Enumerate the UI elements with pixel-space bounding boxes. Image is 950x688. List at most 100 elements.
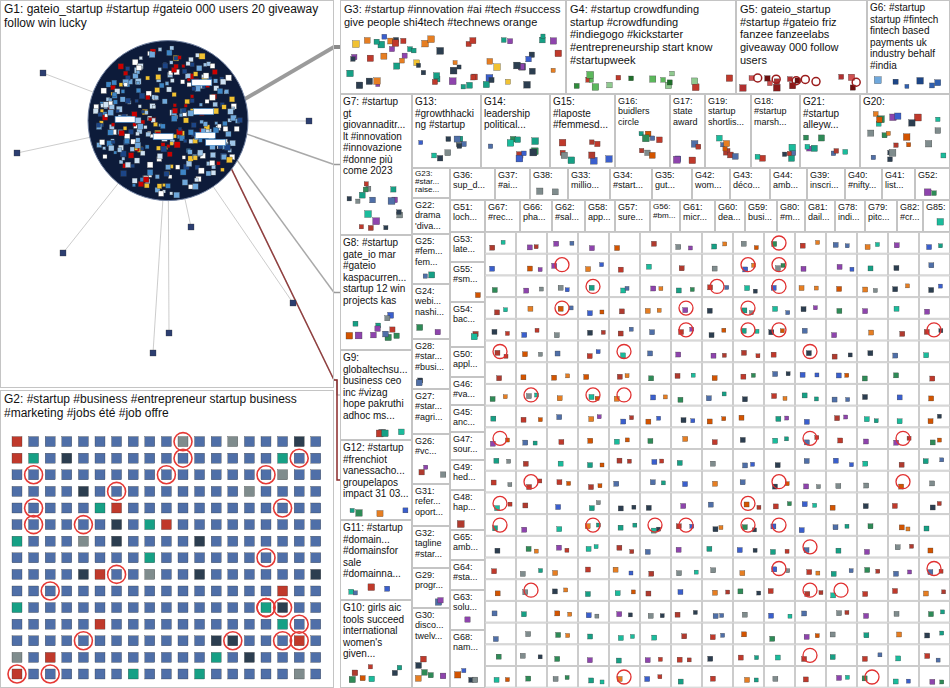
vertex-square — [619, 309, 624, 314]
vertex-square — [261, 636, 271, 646]
vertex-square — [558, 461, 563, 466]
vertex-square — [189, 139, 193, 143]
grid-cell — [579, 558, 609, 579]
vertex-square — [278, 603, 288, 613]
group-label: G10: girls aic tools succeed internation… — [341, 601, 411, 661]
vertex-square — [148, 118, 151, 121]
group-label: G19: startup shortlis... — [706, 95, 750, 128]
group-box: G40: #nifty... — [845, 168, 882, 200]
vertex-square — [164, 171, 169, 176]
vertex-square — [374, 78, 381, 85]
vertex-square — [211, 636, 221, 646]
vertex-square — [742, 397, 747, 402]
vertex-square — [787, 151, 791, 155]
vertex-square — [629, 327, 633, 331]
group-label: G55: #sm... — [451, 263, 484, 286]
vertex-square — [191, 123, 196, 128]
vertex-square — [814, 397, 818, 401]
group-label: G44: amb... — [771, 169, 806, 192]
vertex-square — [138, 181, 143, 186]
vertex-cluster — [14, 41, 312, 356]
vertex-square — [483, 81, 489, 87]
grid-cell — [796, 363, 826, 384]
vertex-square — [228, 536, 238, 546]
vertex-square — [453, 61, 457, 65]
vertex-square — [211, 520, 221, 530]
grid-cell — [765, 536, 795, 557]
vertex-square — [894, 571, 899, 576]
group-box: G22: drama 'diva... — [412, 198, 450, 234]
vertex-square — [198, 168, 204, 174]
group-box: G31: refer... oport... — [412, 484, 450, 526]
vertex-square — [189, 57, 194, 62]
grid-cell — [827, 667, 857, 688]
vertex-square — [924, 353, 929, 358]
vertex-square — [899, 462, 904, 467]
vertex-square — [128, 586, 138, 596]
grid-cell — [672, 645, 702, 666]
group-grid — [486, 233, 950, 688]
vertex-square — [710, 461, 715, 466]
vertex-square — [773, 438, 778, 443]
vertex-square — [802, 328, 807, 333]
vertex-square — [432, 79, 437, 84]
vertex-square — [78, 536, 88, 546]
ring-marker — [174, 449, 192, 467]
vertex-square — [12, 486, 22, 496]
vertex-square — [585, 567, 590, 572]
vertex-square — [614, 439, 619, 444]
vertex-square — [12, 586, 22, 596]
vertex-square — [29, 619, 39, 629]
vertex-square — [815, 373, 819, 377]
ring-marker — [803, 431, 817, 445]
vertex-cluster — [88, 41, 248, 201]
vertex-square — [586, 546, 591, 551]
vertex-square — [78, 437, 88, 447]
vertex-square — [526, 394, 531, 399]
vertex-square — [538, 352, 542, 356]
vertex-square — [713, 481, 718, 486]
grid-cell — [920, 623, 950, 644]
group-label: G21: #startup alleyw... — [801, 95, 859, 132]
vertex-square — [897, 632, 902, 637]
vertex-square — [311, 536, 321, 546]
vertex-square — [929, 263, 934, 268]
vertex-square — [349, 589, 354, 594]
vertex-square — [740, 571, 745, 576]
vertex-badge — [194, 109, 214, 115]
vertex-square — [211, 553, 221, 563]
vertex-square — [128, 669, 138, 679]
vertex-square — [676, 547, 681, 552]
vertex-square — [203, 73, 209, 79]
grid-cell — [610, 601, 640, 622]
vertex-square — [607, 82, 613, 88]
group-box: G78: indi... — [835, 200, 865, 232]
vertex-square — [174, 56, 178, 60]
vertex-square — [178, 503, 188, 513]
vertex-square — [145, 486, 155, 496]
vertex-square — [675, 612, 680, 617]
grid-cell — [579, 645, 609, 666]
vertex-square — [557, 415, 562, 420]
grid-cell — [796, 515, 826, 536]
grid-cell — [796, 601, 826, 622]
grid-cell — [889, 384, 919, 405]
vertex-square — [188, 150, 193, 155]
vertex-square — [78, 569, 88, 579]
vertex-square — [161, 486, 171, 496]
vertex-square — [845, 244, 849, 248]
group-box: G20: — [860, 94, 950, 168]
vertex-square — [78, 636, 88, 646]
grid-cell — [641, 536, 671, 557]
group-box: G10: girls aic tools succeed internation… — [340, 600, 412, 688]
group-label: G41: list... — [883, 169, 914, 192]
vertex-square — [161, 619, 171, 629]
vertex-square — [504, 308, 508, 312]
vertex-square — [100, 140, 105, 145]
vertex-square — [261, 569, 271, 579]
vertex-square — [657, 308, 661, 312]
vertex-square — [900, 331, 905, 336]
group-label: G63: solu... — [451, 591, 484, 614]
grid-cell — [610, 254, 640, 275]
vertex-square — [932, 191, 937, 196]
